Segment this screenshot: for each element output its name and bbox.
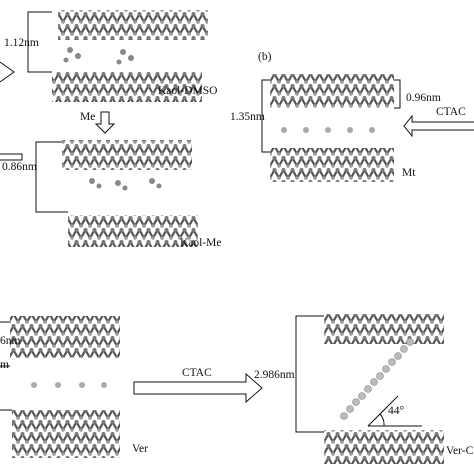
ver-ctac-layer-bottom [324,430,444,464]
ver-layer-top [10,316,120,358]
label-ver-partial-bottom: m [0,359,9,371]
bracket-1-12nm [27,11,52,73]
panel-b [261,74,474,182]
label-0-96nm: 0.96nm [406,92,441,104]
ver-ctac-layer-top [324,314,444,344]
label-mt: Mt [402,167,416,179]
label-ctac-c: CTAC [182,367,212,379]
label-me: Me [80,111,96,123]
kaol-dmso-layer-bottom [52,72,202,102]
kaol-me-layer-bottom [68,215,198,247]
label-kaol-dmso: Kaol-DMSO [158,85,218,97]
label-2-986nm: 2.986nm [254,369,295,381]
dmso-molecules [63,47,134,65]
label-panel-b: (b) [258,51,272,63]
mt-layer-bottom [270,148,394,182]
label-angle-44: 44° [388,405,405,417]
label-1-12nm: 1.12nm [4,37,39,49]
panel-a [0,10,208,247]
arrow-a-left-mid [0,153,23,161]
panel-c-ver [0,316,263,458]
bracket-1-35nm [261,79,270,153]
label-kaol-me: Kaol-Me [180,237,222,249]
arrow-ctac-b [403,114,474,138]
bracket-2-986nm [295,315,324,433]
arrow-a-left-top [0,61,15,83]
methanol-molecules [89,178,162,191]
label-ver-ctac: Ver-C [446,445,474,457]
arrow-ctac-c [133,372,263,404]
angle-arc [379,413,385,427]
ver-layer-bottom [12,410,120,458]
label-0-86nm: 0.86nm [2,161,37,173]
arrow-me-down [94,111,116,134]
kaol-dmso-layer-top [58,10,208,40]
mt-interlayer-cations [281,127,375,133]
kaol-me-layer-top [62,140,192,170]
bracket-ver [0,321,12,411]
label-ver-partial-top: 6nm [0,335,21,347]
label-ctac-b: CTAC [436,106,466,118]
label-1-35nm: 1.35nm [230,111,265,123]
ver-interlayer-cations [31,382,107,388]
panel-c-ver-ctac [295,314,444,464]
bracket-0-86nm [35,141,68,213]
angle-ray [367,395,399,427]
bracket-0-96nm [394,79,401,109]
mt-layer-top [270,74,394,108]
ctac-chain [340,338,414,420]
label-ver: Ver [132,443,148,455]
